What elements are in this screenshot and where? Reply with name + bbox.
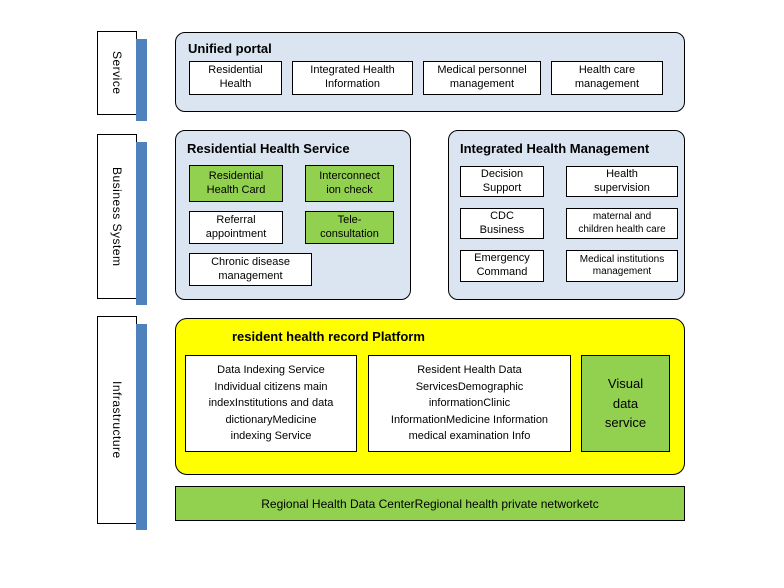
platform-box-data-indexing-service: Data Indexing Service Individual citizen…: [185, 355, 357, 452]
side-label-service: Service: [97, 31, 147, 121]
side-label-business-system: Business System: [97, 134, 147, 305]
rhs-item-referral-appointment: Referral appointment: [189, 211, 283, 244]
ihm-item-cdc-business: CDC Business: [460, 208, 544, 239]
rhs-item-tele-consultation: Tele- consultation: [305, 211, 394, 244]
side-label-infrastructure-text: Infrastructure: [110, 381, 124, 459]
ihm-item-decision-support: Decision Support: [460, 166, 544, 197]
rhs-item-chronic-disease-management: Chronic disease management: [189, 253, 312, 286]
portal-item-health-care-management: Health care management: [551, 61, 663, 95]
rhs-item-residential-health-card: Residential Health Card: [189, 165, 283, 202]
residential-health-service-title: Residential Health Service: [187, 141, 350, 156]
rhs-item-interconnection-check: Interconnect ion check: [305, 165, 394, 202]
integrated-health-management-title: Integrated Health Management: [460, 141, 650, 156]
unified-portal-panel: Unified portal Residential Health Integr…: [175, 32, 685, 112]
residential-health-service-panel: Residential Health Service Residential H…: [175, 130, 411, 300]
platform-box-visual-data-service: Visual data service: [581, 355, 670, 452]
regional-health-data-center-bar: Regional Health Data CenterRegional heal…: [175, 486, 685, 521]
ihm-item-medical-institutions-management: Medical institutions management: [566, 250, 678, 282]
side-label-business-system-text: Business System: [110, 166, 124, 267]
portal-item-residential-health: Residential Health: [189, 61, 282, 95]
ihm-item-maternal-children-health-care: maternal and children health care: [566, 208, 678, 239]
resident-health-record-platform-panel: resident health record Platform Data Ind…: [175, 318, 685, 475]
portal-item-integrated-health-information: Integrated Health Information: [292, 61, 413, 95]
side-label-service-text: Service: [110, 51, 124, 95]
unified-portal-items-row: Residential Health Integrated Health Inf…: [189, 61, 684, 95]
ihm-item-emergency-command: Emergency Command: [460, 250, 544, 282]
resident-health-record-platform-title: resident health record Platform: [232, 329, 425, 344]
portal-item-medical-personnel-management: Medical personnel management: [423, 61, 541, 95]
integrated-health-management-panel: Integrated Health Management Decision Su…: [448, 130, 685, 300]
platform-box-resident-health-data-services: Resident Health Data ServicesDemographic…: [368, 355, 571, 452]
ihm-item-health-supervision: Health supervision: [566, 166, 678, 197]
side-label-infrastructure: Infrastructure: [97, 316, 147, 530]
unified-portal-title: Unified portal: [188, 41, 272, 56]
